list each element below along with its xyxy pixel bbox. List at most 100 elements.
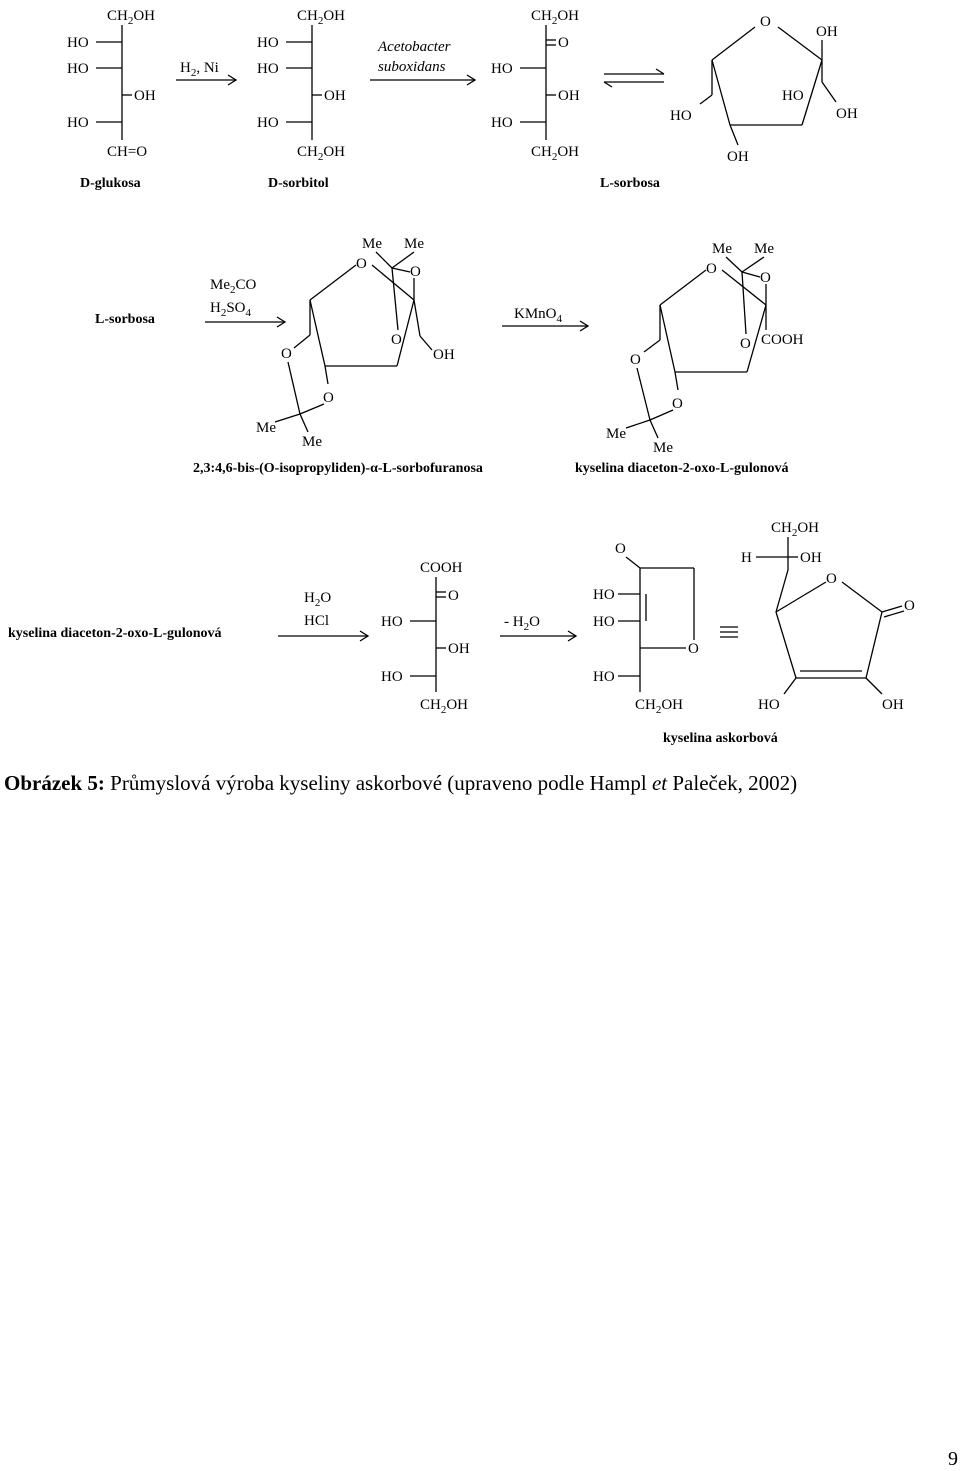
figure-caption: Obrázek 5: Průmyslová výroba kyseliny as… bbox=[4, 771, 797, 796]
svg-text:HO: HO bbox=[758, 697, 780, 713]
identity-sign bbox=[720, 626, 738, 638]
svg-text:CH2OH: CH2OH bbox=[420, 697, 468, 716]
svg-text:O: O bbox=[615, 541, 626, 557]
svg-text:Me: Me bbox=[404, 236, 424, 252]
svg-text:O: O bbox=[448, 588, 459, 604]
svg-text:O: O bbox=[672, 396, 683, 412]
diacetone-ketogulonic-acid-structure: Me Me O O O COOH O O Me Me kyselina diac… bbox=[575, 241, 804, 476]
svg-text:Me: Me bbox=[606, 426, 626, 442]
svg-text:H2SO4: H2SO4 bbox=[210, 300, 252, 319]
svg-text:HO: HO bbox=[67, 61, 89, 77]
l-sorbose-start-label: L-sorbosa bbox=[95, 312, 155, 327]
svg-text:O: O bbox=[410, 264, 421, 280]
oxidation-step: Acetobacter suboxidans bbox=[370, 39, 477, 86]
svg-text:O: O bbox=[558, 35, 569, 51]
bis-isopropylidene-sorbofuranose-structure: Me Me O O O OH O O Me Me 2,3:4,6-bis-(O-… bbox=[193, 236, 483, 476]
svg-text:Me2CO: Me2CO bbox=[210, 277, 257, 296]
page-number: 9 bbox=[948, 1448, 958, 1470]
hydrolysis-step: H2O HCl bbox=[278, 590, 370, 642]
l-sorbose-structure: CH2OH O HO OH HO CH2OH L-sorbosa bbox=[491, 8, 660, 191]
dehydration-step: - H2O bbox=[500, 614, 578, 642]
svg-text:Me: Me bbox=[653, 440, 673, 456]
svg-text:O: O bbox=[688, 641, 699, 657]
svg-text:OH: OH bbox=[448, 641, 470, 657]
svg-text:CH2OH: CH2OH bbox=[635, 697, 683, 716]
svg-text:HO: HO bbox=[381, 614, 403, 630]
svg-text:O: O bbox=[630, 352, 641, 368]
svg-text:O: O bbox=[281, 346, 292, 362]
svg-text:OH: OH bbox=[836, 106, 858, 122]
svg-text:H2, Ni: H2, Ni bbox=[180, 60, 219, 79]
figure-caption-italic: et bbox=[651, 771, 668, 795]
svg-text:Me: Me bbox=[712, 241, 732, 257]
svg-text:HO: HO bbox=[257, 35, 279, 51]
ascorbic-acid-haworth-structure: CH2OH H OH O O HO OH kyselina askorbová bbox=[663, 520, 915, 746]
svg-text:Me: Me bbox=[302, 434, 322, 450]
svg-text:KMnO4: KMnO4 bbox=[514, 306, 563, 325]
svg-text:OH: OH bbox=[882, 697, 904, 713]
svg-text:HO: HO bbox=[257, 115, 279, 131]
synthesis-scheme: CH2OH HO HO OH HO CH=O D-glukosa H2, Ni … bbox=[8, 8, 915, 746]
svg-text:CH2OH: CH2OH bbox=[531, 144, 579, 163]
figure-caption-label: Obrázek 5: bbox=[4, 771, 105, 795]
svg-text:O: O bbox=[706, 261, 717, 277]
svg-text:HO: HO bbox=[67, 115, 89, 131]
ascorbic-acid-label: kyselina askorbová bbox=[663, 731, 778, 746]
d-glucose-label: D-glukosa bbox=[80, 176, 141, 191]
figure-caption-text-end: Paleček, 2002) bbox=[667, 771, 798, 795]
acetonation-step: Me2CO H2SO4 bbox=[205, 277, 287, 328]
svg-text:O: O bbox=[323, 390, 334, 406]
svg-text:Me: Me bbox=[256, 420, 276, 436]
svg-text:HO: HO bbox=[67, 35, 89, 51]
svg-text:O: O bbox=[356, 256, 367, 272]
svg-text:O: O bbox=[740, 336, 751, 352]
svg-text:suboxidans: suboxidans bbox=[378, 59, 446, 75]
svg-text:CH=O: CH=O bbox=[107, 144, 147, 160]
figure-caption-text: Průmyslová výroba kyseliny askorbové (up… bbox=[104, 771, 652, 795]
svg-text:O: O bbox=[391, 332, 402, 348]
svg-text:HO: HO bbox=[782, 88, 804, 104]
svg-text:H: H bbox=[741, 550, 752, 566]
svg-text:- H2O: - H2O bbox=[504, 614, 540, 633]
diacetone-ketogulonic-label: kyselina diaceton-2-oxo-L-gulonová bbox=[575, 461, 789, 476]
l-sorbofuranose-structure: O OH HO HO OH OH bbox=[670, 14, 858, 165]
l-sorbose-label: L-sorbosa bbox=[600, 176, 660, 191]
svg-text:OH: OH bbox=[727, 149, 749, 165]
svg-text:Me: Me bbox=[754, 241, 774, 257]
ascorbic-lactone-fischer-structure: O HO HO O HO CH2OH bbox=[593, 541, 699, 716]
d-sorbitol-structure: CH2OH HO HO OH HO CH2OH D-sorbitol bbox=[257, 8, 346, 191]
hydrogenation-step: H2, Ni bbox=[176, 60, 238, 86]
svg-text:O: O bbox=[904, 598, 915, 614]
svg-text:OH: OH bbox=[800, 550, 822, 566]
svg-text:OH: OH bbox=[433, 347, 455, 363]
svg-text:CH2OH: CH2OH bbox=[297, 144, 345, 163]
svg-text:HO: HO bbox=[491, 61, 513, 77]
svg-text:HO: HO bbox=[593, 587, 615, 603]
svg-text:OH: OH bbox=[134, 88, 156, 104]
svg-text:CH2OH: CH2OH bbox=[531, 8, 579, 27]
svg-text:OH: OH bbox=[816, 24, 838, 40]
svg-text:O: O bbox=[760, 14, 771, 30]
svg-text:O: O bbox=[826, 571, 837, 587]
svg-text:OH: OH bbox=[324, 88, 346, 104]
svg-text:HO: HO bbox=[381, 669, 403, 685]
svg-text:HO: HO bbox=[670, 108, 692, 124]
d-glucose-structure: CH2OH HO HO OH HO CH=O D-glukosa bbox=[67, 8, 156, 191]
svg-text:CH2OH: CH2OH bbox=[297, 8, 345, 27]
diacetone-ketogulonic-start-label: kyselina diaceton-2-oxo-L-gulonová bbox=[8, 626, 222, 641]
bis-isopropylidene-label: 2,3:4,6-bis-(O-isopropyliden)-α-L-sorbof… bbox=[193, 461, 483, 476]
d-sorbitol-label: D-sorbitol bbox=[268, 176, 329, 191]
svg-text:HCl: HCl bbox=[304, 613, 329, 629]
svg-text:HO: HO bbox=[593, 614, 615, 630]
svg-text:HO: HO bbox=[491, 115, 513, 131]
svg-text:Acetobacter: Acetobacter bbox=[377, 39, 451, 55]
svg-text:HO: HO bbox=[593, 669, 615, 685]
svg-text:OH: OH bbox=[558, 88, 580, 104]
svg-text:O: O bbox=[760, 270, 771, 286]
svg-text:CH2OH: CH2OH bbox=[107, 8, 155, 27]
ketogulonic-acid-structure: COOH O HO OH HO CH2OH bbox=[381, 560, 470, 716]
svg-text:Me: Me bbox=[362, 236, 382, 252]
svg-text:CH2OH: CH2OH bbox=[771, 520, 819, 539]
svg-text:COOH: COOH bbox=[761, 332, 804, 348]
equilibrium-arrows bbox=[603, 68, 665, 88]
